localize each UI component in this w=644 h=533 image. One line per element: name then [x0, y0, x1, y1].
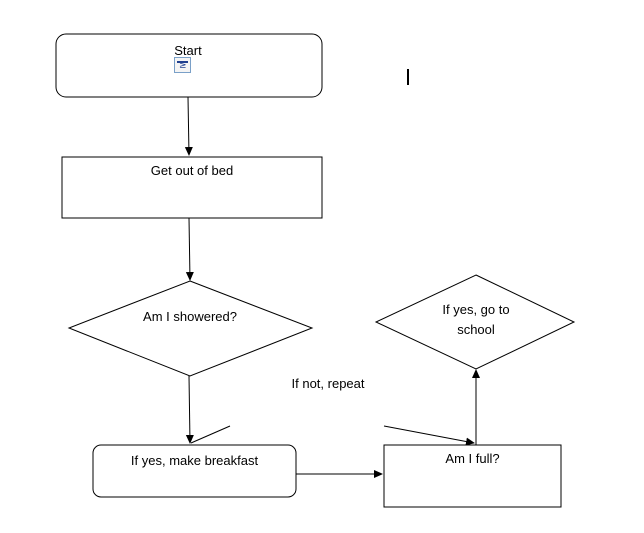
make-breakfast-label: If yes, make breakfast — [130, 453, 259, 468]
get-out-of-bed-node — [61, 156, 323, 219]
start-label: Start — [174, 43, 202, 58]
get-out-of-bed-label: Get out of bed — [150, 163, 234, 178]
text-cursor — [407, 69, 409, 85]
wrap-text-icon: ≥ — [174, 57, 191, 73]
am-i-showered-label: Am I showered? — [143, 309, 237, 324]
edge-stray-stroke — [190, 425, 231, 444]
edge-bed-to-showered — [185, 217, 194, 281]
am-i-showered-decision — [67, 280, 314, 377]
go-to-school-label: If yes, go to school — [442, 302, 510, 337]
am-i-full-node — [383, 444, 562, 508]
edge-repeat-to-full — [383, 425, 475, 446]
edge-start-to-bed — [184, 96, 193, 156]
edge-showered-to-breakfast — [185, 375, 194, 444]
repeat-annotation: If not, repeat — [291, 376, 365, 391]
am-i-full-label: Am I full? — [445, 451, 500, 466]
make-breakfast-node — [92, 444, 297, 498]
